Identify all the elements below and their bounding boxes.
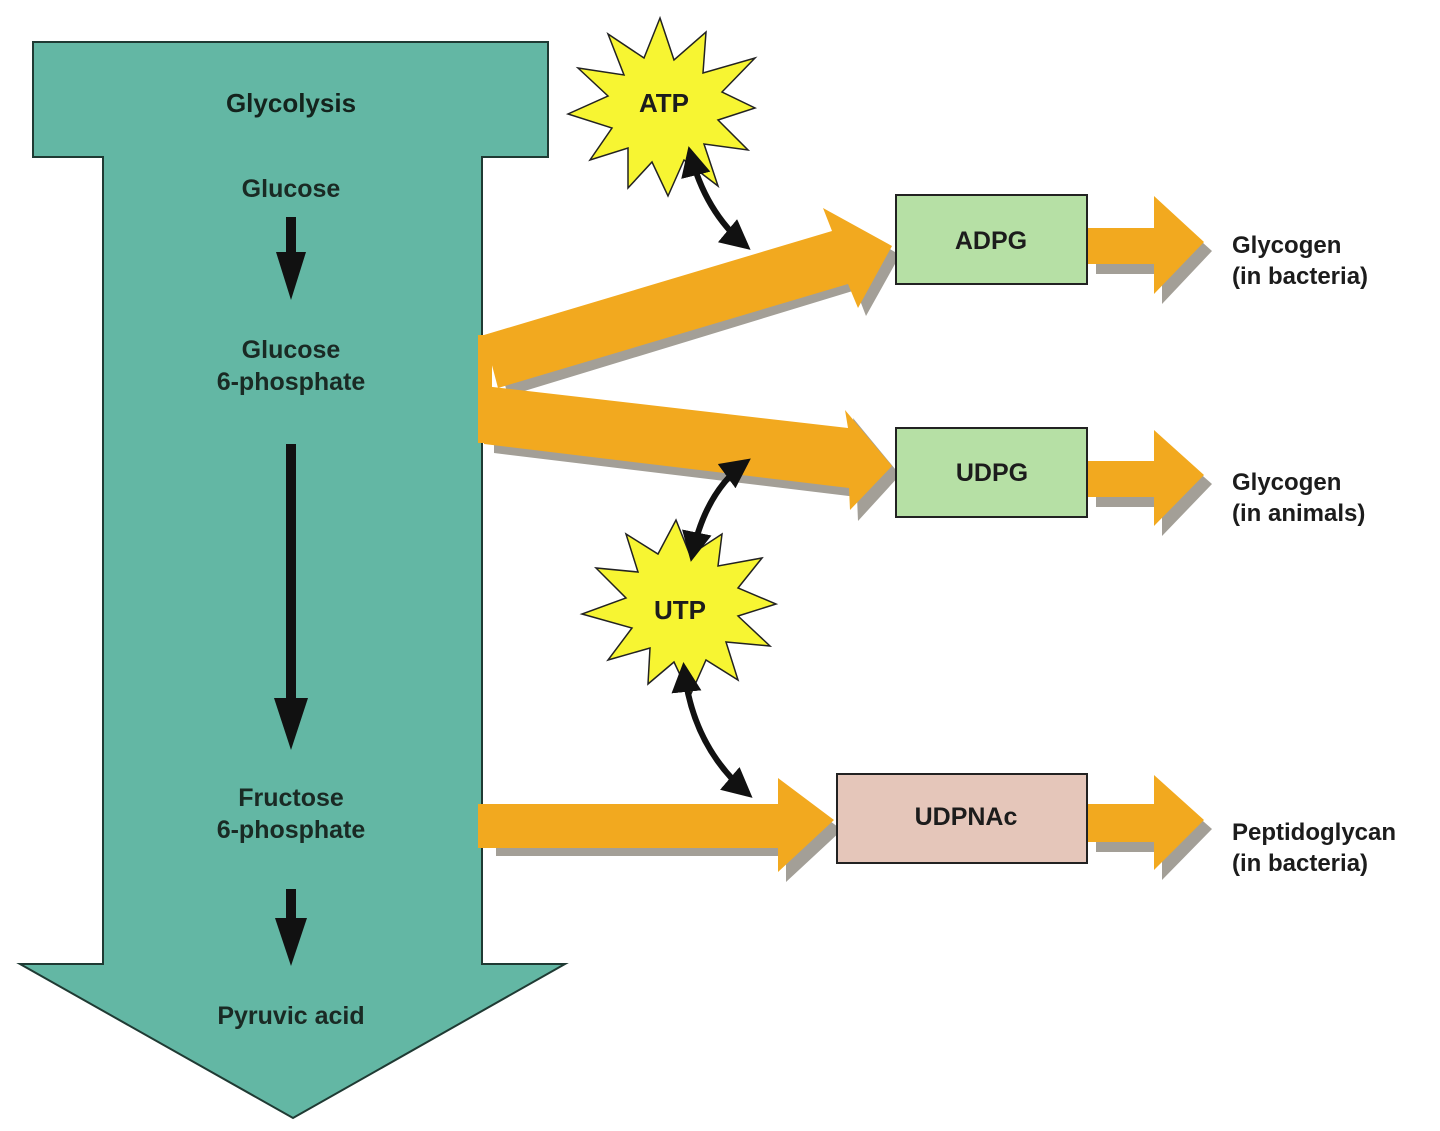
- atp-burst-icon: [565, 15, 758, 198]
- glucose-6-phosphate-label: Glucose: [242, 336, 341, 364]
- utp-label: UTP: [654, 595, 706, 625]
- udpnac-label: UDPNAc: [915, 803, 1018, 831]
- glycogen-animals-label: Glycogen: [1232, 469, 1341, 496]
- glycogen-animals-label-line2: (in animals): [1232, 500, 1365, 527]
- flow-arrow-to-peptidoglycan: [1088, 775, 1204, 870]
- flow-branch-base: [478, 335, 492, 443]
- flow-base: [478, 804, 492, 848]
- fructose-6-phosphate-label-line2: 6-phosphate: [217, 816, 366, 844]
- glucose-6-phosphate-label-line2: 6-phosphate: [217, 368, 366, 396]
- down-arrow-icon: [276, 217, 306, 300]
- atp-adpg-curved-arrow: [681, 146, 751, 250]
- utp-udpnac-curved-arrow: [671, 662, 753, 798]
- down-arrow-icon: [275, 889, 307, 966]
- flow-arrow-to-glycogen-animals: [1088, 430, 1204, 526]
- glycogen-bacteria-label: Glycogen: [1232, 232, 1341, 259]
- flow-arrow-to-udpnac: [486, 778, 834, 872]
- fructose-6-phosphate-label: Fructose: [238, 784, 344, 812]
- atp-label: ATP: [639, 88, 689, 118]
- utp-udpg-curved-arrow: [682, 458, 751, 562]
- adpg-label: ADPG: [955, 227, 1027, 255]
- flow-arrow-to-udpg: [484, 386, 892, 510]
- peptidoglycan-label: Peptidoglycan: [1232, 819, 1396, 846]
- flow-arrow-to-adpg: [484, 208, 892, 388]
- down-arrow-icon: [274, 444, 308, 750]
- glycogen-bacteria-label-line2: (in bacteria): [1232, 263, 1368, 290]
- pyruvic-acid-label: Pyruvic acid: [217, 1002, 364, 1030]
- peptidoglycan-label-line2: (in bacteria): [1232, 850, 1368, 877]
- udpg-box: [895, 427, 1088, 518]
- flow-arrow-to-glycogen-bacteria: [1088, 196, 1204, 294]
- adpg-box: [895, 194, 1088, 285]
- glucose-label: Glucose: [242, 175, 341, 203]
- udpnac-box: [836, 773, 1088, 864]
- glycolysis-title: Glycolysis: [226, 88, 356, 118]
- flow-arrows: [484, 196, 1204, 872]
- udpg-label: UDPG: [956, 459, 1028, 487]
